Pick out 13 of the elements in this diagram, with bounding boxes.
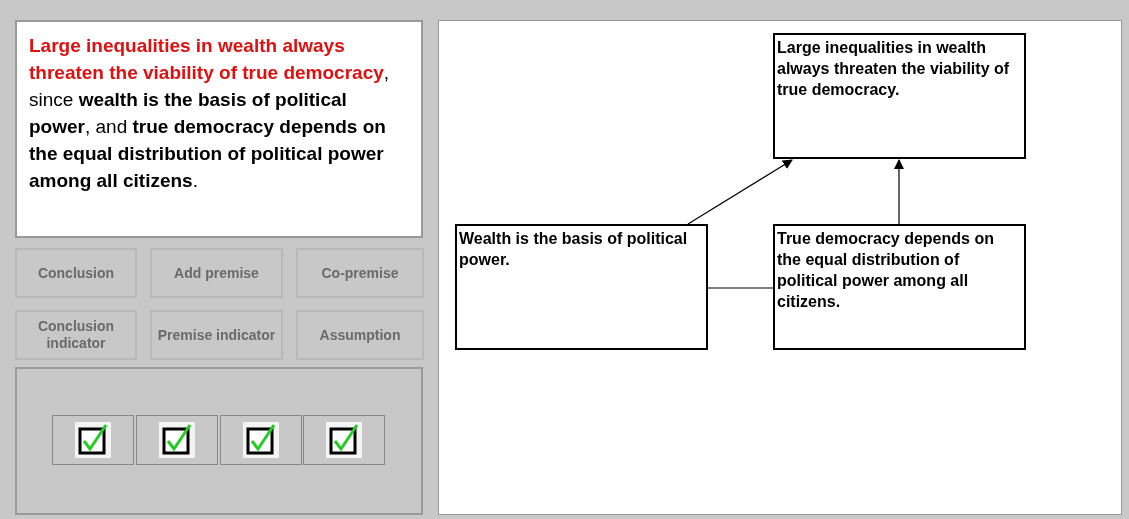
disabled-button: Premise indicator <box>150 310 283 360</box>
disabled-button: Assumption <box>296 310 424 360</box>
disabled-button: Add premise <box>150 248 283 298</box>
claim-box: Wealth is the basis of political power. <box>455 224 708 350</box>
arrow <box>894 159 904 225</box>
disabled-button: Co-premise <box>296 248 424 298</box>
claim-box: True democracy depends on the equal distribution of political power among all citizens. <box>773 224 1026 350</box>
claim-box: Large inequalities in wealth always threaten the viability of true democracy. <box>773 33 1026 159</box>
connector-line <box>707 287 774 289</box>
passage-text-box: Large inequalities in wealth always threaten the viability of true democracy, since wealth is the basis of political power, and true democracy depends on the equal distribution of political power among all citizens. <box>15 20 423 238</box>
disabled-button: Conclusion indicator <box>15 310 137 360</box>
disabled-button: Conclusion <box>15 248 137 298</box>
arrow <box>687 159 793 225</box>
